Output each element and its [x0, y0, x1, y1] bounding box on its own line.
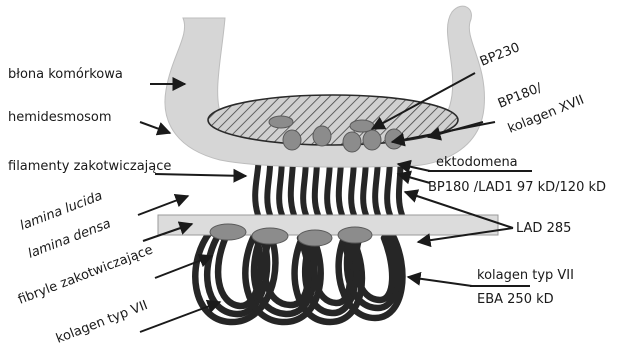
anchoring-fibrils	[195, 232, 402, 322]
label-kolagen-typ-vii-right: kolagen typ VII	[477, 268, 574, 283]
label-bp180: BP180/	[496, 80, 545, 111]
label-hemidesmosom: hemidesmosom	[8, 110, 112, 125]
label-bp180-lad1: BP180 /LAD1 97 kD/120 kD	[428, 180, 606, 195]
label-lad-285: LAD 285	[516, 221, 571, 236]
label-ektodomena: ektodomena	[436, 155, 518, 170]
label-kolagen-typ-vii-left: kolagen typ VII	[54, 298, 150, 347]
lamina-densa-band	[158, 215, 498, 235]
label-blona-komorkowa: błona komórkowa	[8, 67, 123, 82]
label-filamenty-zakotwiczajace: filamenty zakotwiczające	[8, 159, 171, 174]
label-eba: EBA 250 kD	[477, 292, 554, 307]
label-bp230: BP230	[478, 40, 522, 69]
